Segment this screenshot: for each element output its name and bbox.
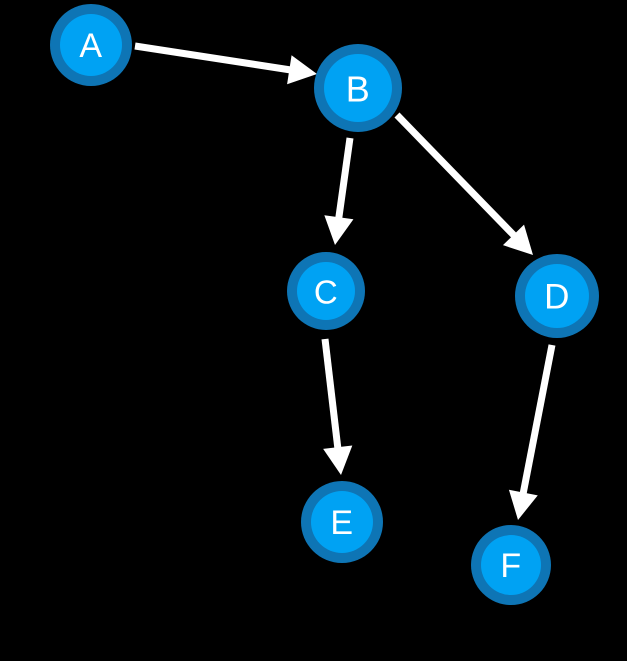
node-label-b: B [346, 69, 371, 110]
graph-node-d[interactable]: D [515, 254, 599, 338]
edge-a-to-b [134, 42, 317, 85]
node-fill-c [297, 262, 355, 320]
node-fill-b [324, 54, 392, 122]
node-fill-a [60, 14, 122, 76]
node-label-e: E [330, 504, 353, 542]
graph-node-b[interactable]: B [314, 44, 402, 132]
node-label-a: A [79, 27, 102, 65]
graph-node-c[interactable]: C [287, 252, 365, 330]
node-layer: A B C D E F [50, 4, 599, 605]
node-label-d: D [544, 278, 570, 317]
graph-node-f[interactable]: F [471, 525, 551, 605]
node-fill-d [525, 264, 589, 328]
node-fill-e [311, 491, 373, 553]
edge-b-to-d [394, 112, 533, 255]
edge-layer [134, 42, 556, 520]
graph-node-a[interactable]: A [50, 4, 132, 86]
node-fill-f [481, 535, 541, 595]
node-label-c: C [314, 274, 338, 311]
edge-c-to-e [321, 338, 353, 475]
node-label-f: F [500, 547, 521, 585]
edge-d-to-f [508, 344, 556, 520]
graph-node-e[interactable]: E [301, 481, 383, 563]
edge-b-to-c [324, 137, 354, 245]
